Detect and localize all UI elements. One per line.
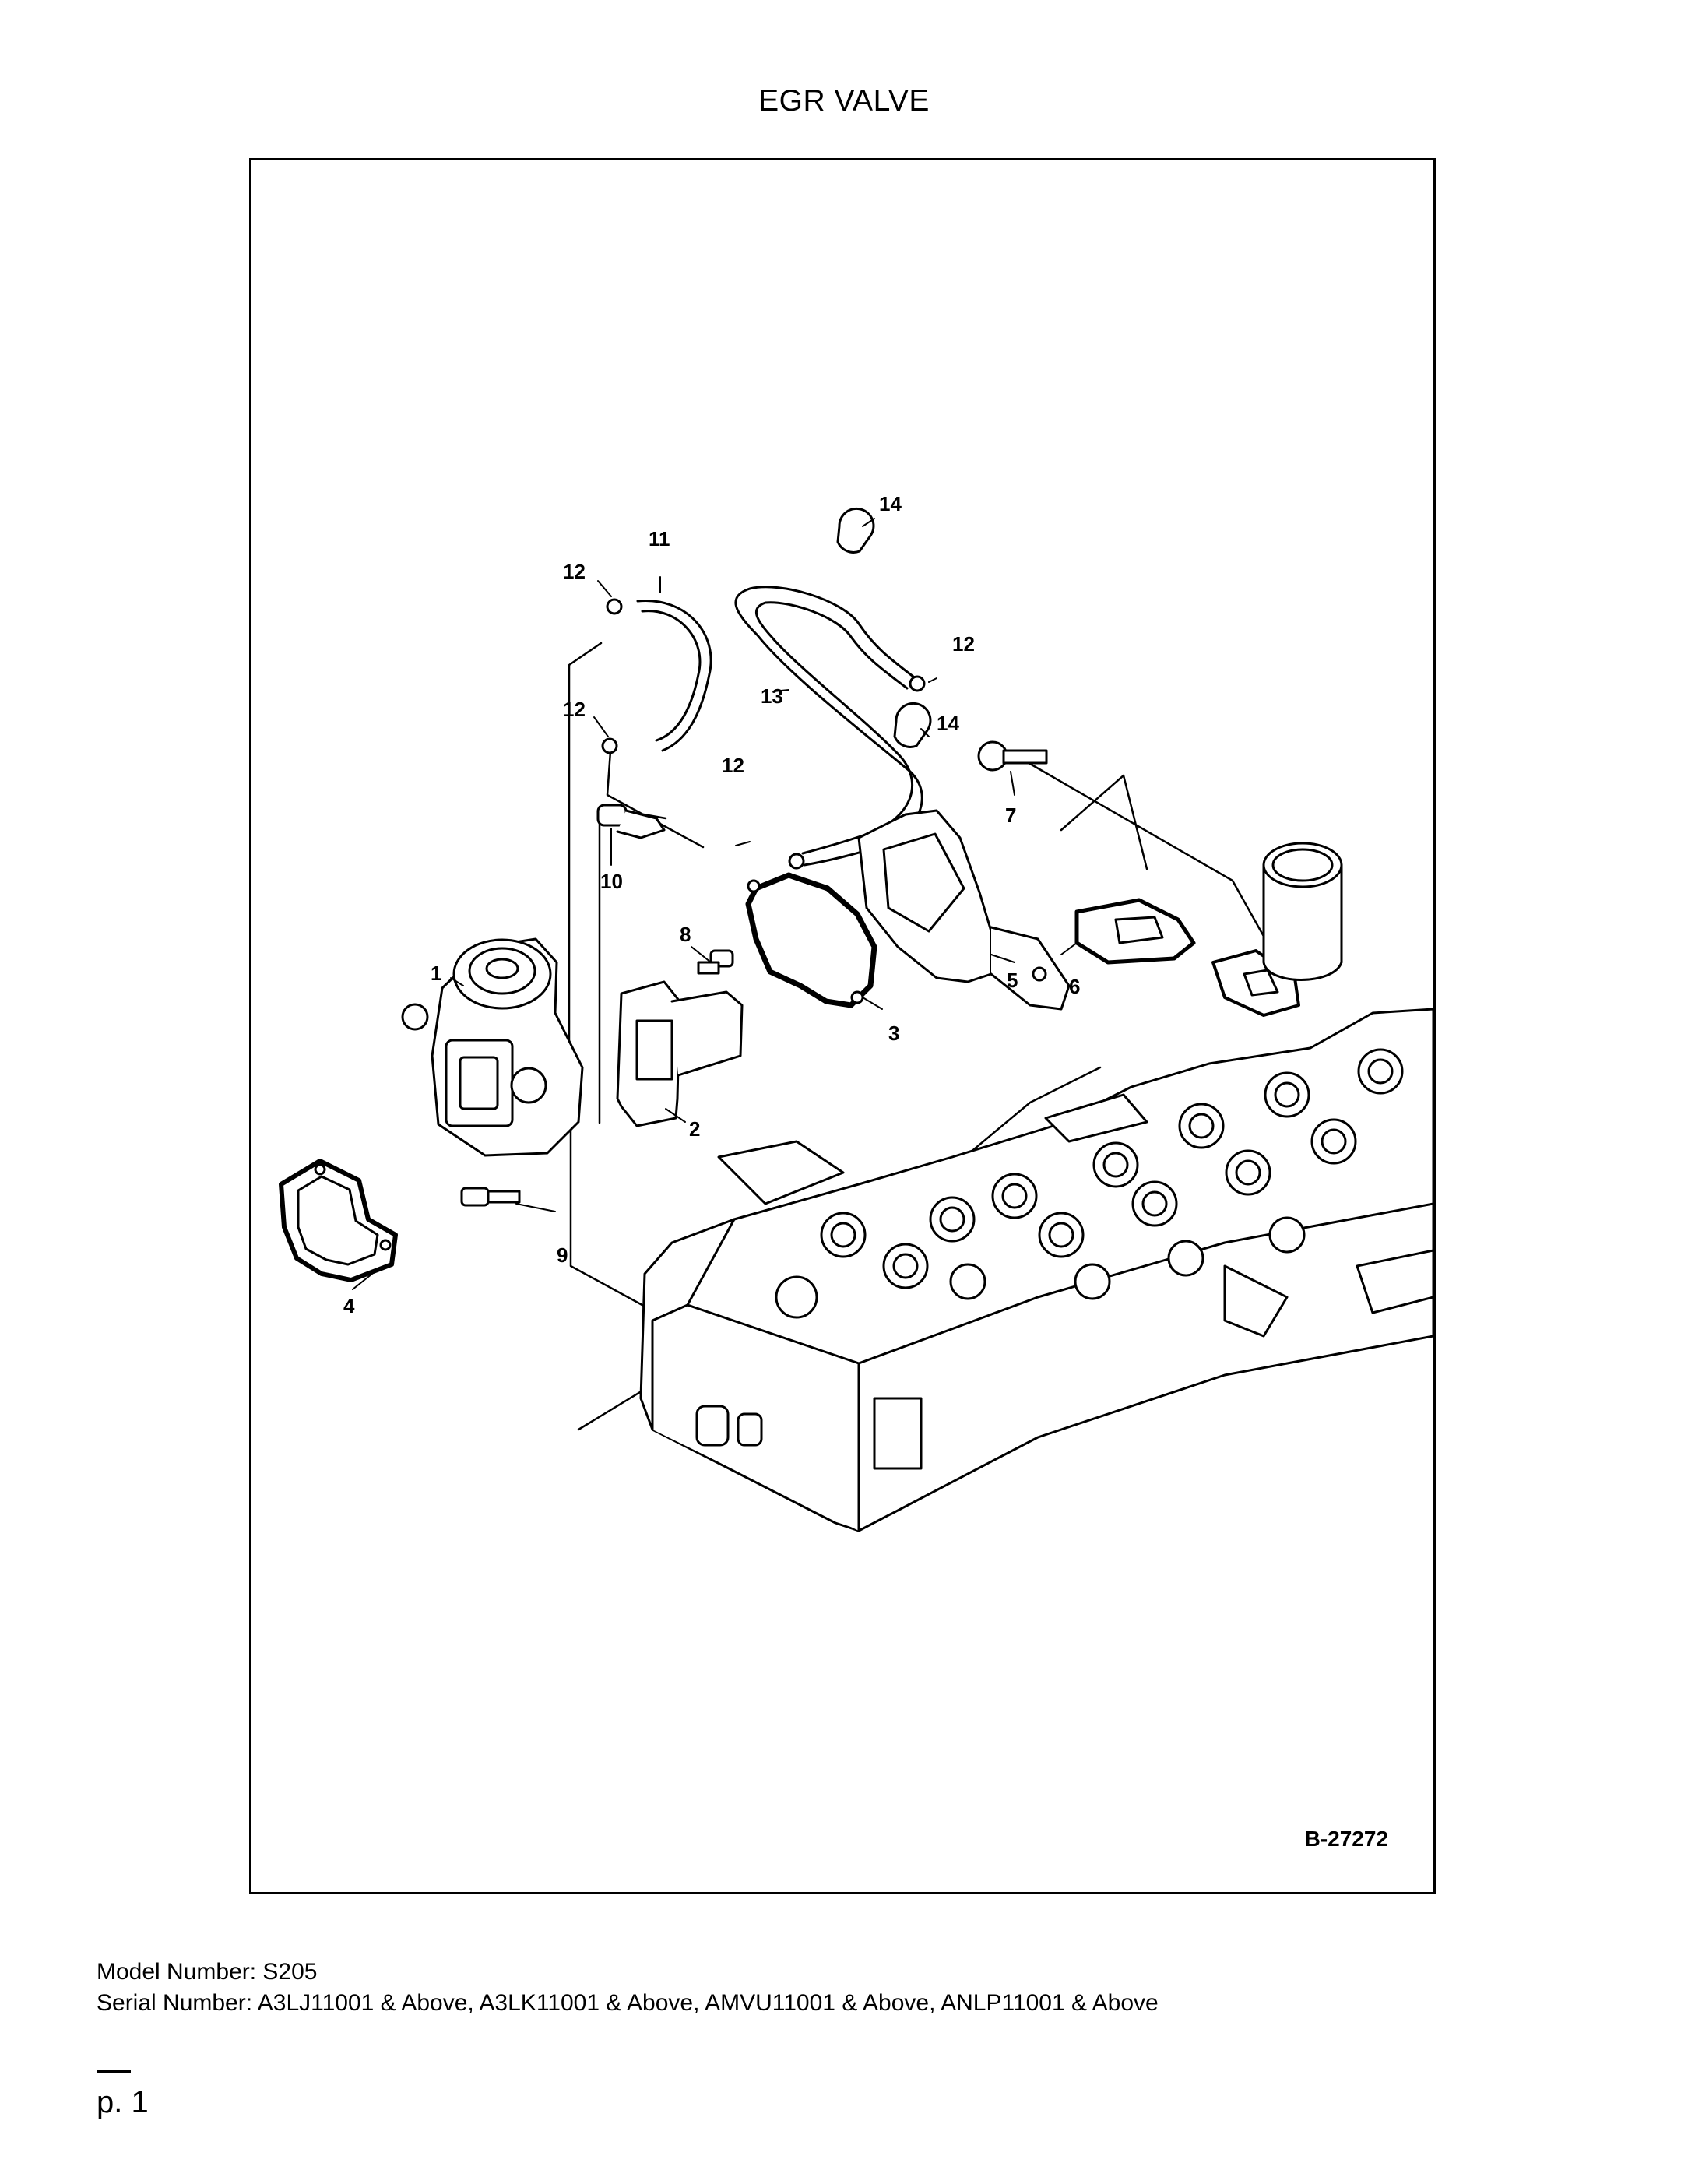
callout-8: 8 bbox=[680, 923, 691, 946]
figure-id: B-27272 bbox=[1304, 1827, 1388, 1851]
callout-14-b: 14 bbox=[937, 712, 959, 735]
model-number: Model Number: S205 bbox=[97, 1959, 318, 1985]
gasket-4 bbox=[279, 1159, 398, 1282]
gasket-6 bbox=[1074, 898, 1196, 965]
pipe bbox=[1262, 842, 1343, 981]
clamps-12 bbox=[601, 598, 926, 870]
callout-7: 7 bbox=[1005, 804, 1016, 827]
clips-14 bbox=[836, 507, 932, 748]
page-rule bbox=[97, 2070, 131, 2073]
cylinder-head bbox=[639, 1008, 1433, 1532]
adapter-plate-2 bbox=[616, 980, 744, 1127]
gasket-3 bbox=[745, 872, 877, 1008]
callout-12-b: 12 bbox=[563, 698, 586, 721]
callout-14-a: 14 bbox=[879, 492, 902, 515]
bolt-8 bbox=[697, 949, 734, 975]
callout-labels: 1 2 3 4 5 6 7 8 9 10 11 12 12 12 12 13 1… bbox=[343, 492, 1080, 1317]
callout-1: 1 bbox=[431, 962, 441, 985]
exploded-parts-diagram: 1 2 3 4 5 6 7 8 9 10 11 12 12 12 12 13 1… bbox=[279, 492, 1433, 1532]
leader-lines bbox=[352, 518, 1078, 1290]
adapter-5 bbox=[857, 809, 1071, 1011]
callout-10: 10 bbox=[600, 870, 623, 893]
bolt-9 bbox=[460, 1187, 521, 1207]
callout-6: 6 bbox=[1069, 975, 1080, 998]
hose-11 bbox=[636, 600, 712, 752]
callout-12-d: 12 bbox=[952, 632, 975, 656]
callout-12-a: 12 bbox=[563, 560, 586, 583]
callout-2: 2 bbox=[689, 1117, 700, 1141]
bolt-7 bbox=[977, 740, 1048, 772]
callout-9: 9 bbox=[557, 1243, 568, 1267]
callout-3: 3 bbox=[888, 1022, 899, 1045]
egr-valve-body bbox=[401, 937, 584, 1157]
diagram-frame: 1 2 3 4 5 6 7 8 9 10 11 12 12 12 12 13 1… bbox=[249, 158, 1436, 1894]
serial-number: Serial Number: A3LJ11001 & Above, A3LK11… bbox=[97, 1990, 1159, 2016]
callout-11: 11 bbox=[649, 527, 670, 550]
page-number: p. 1 bbox=[97, 2085, 149, 2119]
callout-5: 5 bbox=[1007, 969, 1018, 992]
page-title: EGR VALVE bbox=[758, 84, 930, 118]
callout-12-c: 12 bbox=[722, 754, 744, 777]
callout-13: 13 bbox=[761, 684, 783, 708]
sensor-10 bbox=[596, 804, 666, 839]
callout-4: 4 bbox=[343, 1294, 355, 1317]
